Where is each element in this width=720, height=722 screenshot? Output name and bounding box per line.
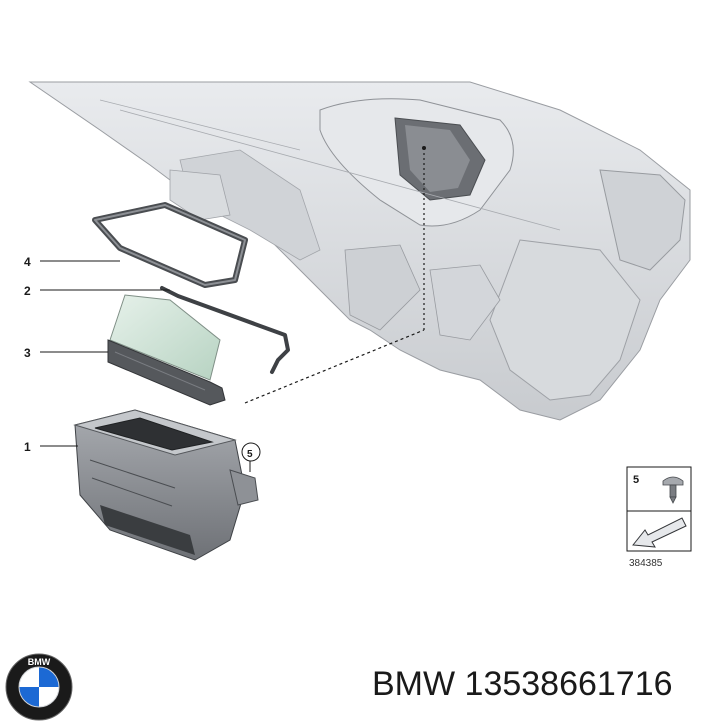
install-point xyxy=(422,146,426,150)
callout-4: 4 xyxy=(24,255,31,269)
screw-icon xyxy=(662,476,684,504)
callout-1: 1 xyxy=(24,440,31,454)
bmw-logo-text: BMW xyxy=(28,657,51,667)
callout-5: 5 xyxy=(247,449,253,460)
callout-5-circle xyxy=(241,442,261,462)
callout-3: 3 xyxy=(24,346,31,360)
part-number-caption: BMW 13538661716 xyxy=(372,665,673,703)
legend-box: 5 xyxy=(626,466,692,552)
housing-part-1 xyxy=(73,409,259,561)
reference-number: 384385 xyxy=(629,558,663,569)
gasket-frame-part-4 xyxy=(92,202,248,288)
install-dashed-line xyxy=(244,329,425,404)
callout-2: 2 xyxy=(24,284,31,298)
filter-part-3 xyxy=(107,294,226,406)
arrow-icon xyxy=(632,517,687,548)
dashboard-carrier xyxy=(28,81,691,421)
legend-item-number: 5 xyxy=(633,474,639,486)
bmw-logo-icon: BMW xyxy=(5,653,73,721)
seal-strip-part-2 xyxy=(160,286,290,374)
